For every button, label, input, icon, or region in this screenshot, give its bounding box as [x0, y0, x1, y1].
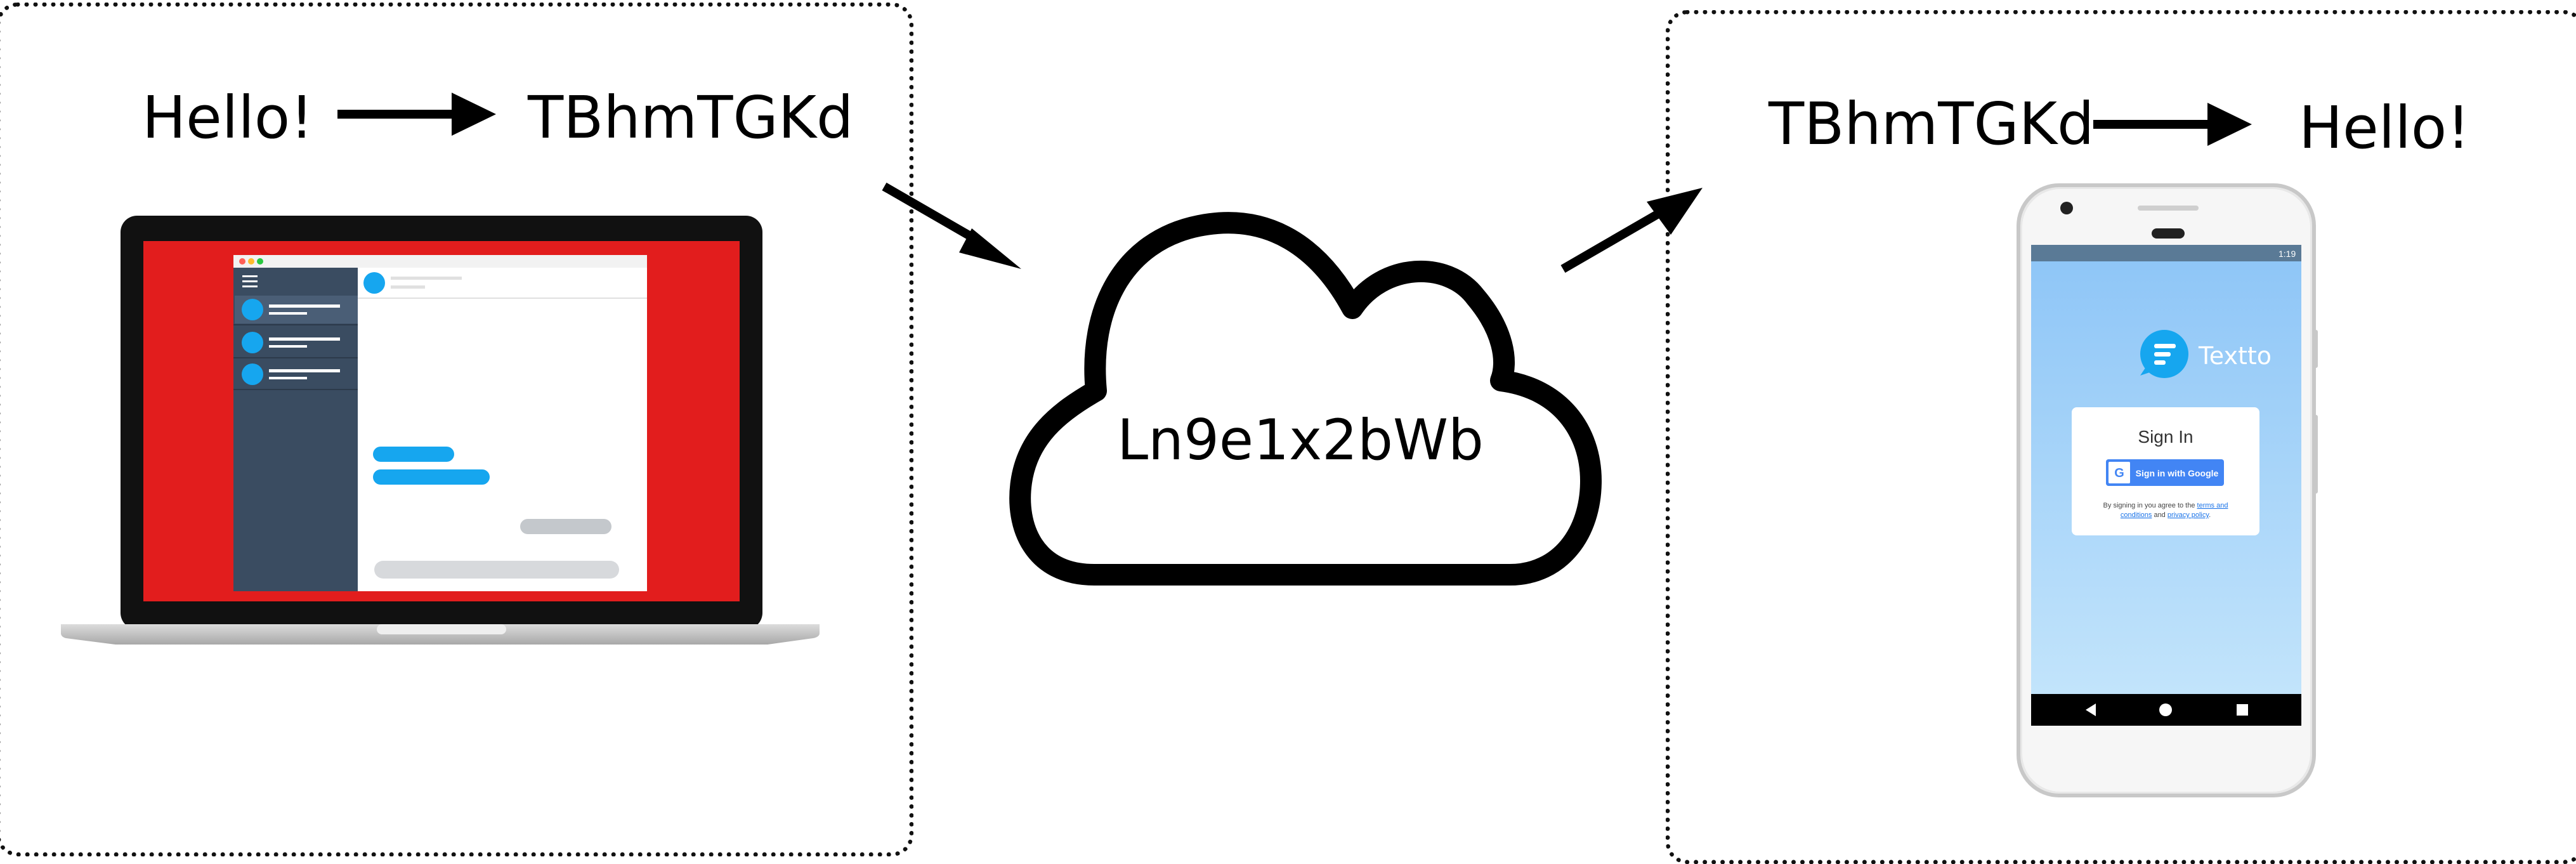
recents-icon[interactable]	[2237, 704, 2248, 716]
upload-arrow	[882, 182, 1021, 269]
phone-illustration: 1:19 Textto Sign In G Sign in with Googl…	[2017, 183, 2318, 797]
home-icon[interactable]	[2159, 704, 2172, 716]
receiver-decrypt-arrow	[2093, 103, 2252, 146]
terms-line-2: conditions and privacy policy.	[2121, 511, 2211, 519]
sender-ciphertext-label: TBhmTGKd	[528, 84, 854, 152]
sender-encrypt-arrow	[337, 93, 496, 136]
sender-plaintext-label: Hello!	[142, 84, 314, 152]
google-signin-button[interactable]: G Sign in with Google	[2106, 459, 2224, 486]
terms-link[interactable]: terms and	[2197, 502, 2228, 509]
terms-line-1: By signing in you agree to the terms and	[2103, 502, 2228, 509]
cloud-icon	[1009, 212, 1602, 586]
download-arrow	[1560, 188, 1703, 273]
receiver-plaintext-label: Hello!	[2299, 94, 2471, 162]
app-name: Textto	[2198, 342, 2272, 370]
laptop-illustration	[61, 216, 820, 645]
terms-end: .	[2209, 511, 2211, 519]
google-g-icon: G	[2114, 466, 2124, 480]
conditions-link[interactable]: conditions	[2121, 511, 2152, 519]
terms-prefix: By signing in you agree to the	[2103, 502, 2197, 509]
cloud-ciphertext-label: Ln9e1x2bWb	[1117, 407, 1484, 473]
status-time: 1:19	[2279, 249, 2296, 259]
sender-device-panel	[0, 3, 913, 856]
terms-and: and	[2152, 511, 2167, 519]
privacy-policy-link[interactable]: privacy policy	[2167, 511, 2210, 519]
receiver-device-panel	[1666, 10, 2576, 864]
receiver-ciphertext-label: TBhmTGKd	[1769, 90, 2095, 158]
signin-title: Sign In	[2138, 427, 2193, 447]
back-icon[interactable]	[2086, 704, 2096, 716]
google-button-label: Sign in with Google	[2136, 468, 2219, 478]
